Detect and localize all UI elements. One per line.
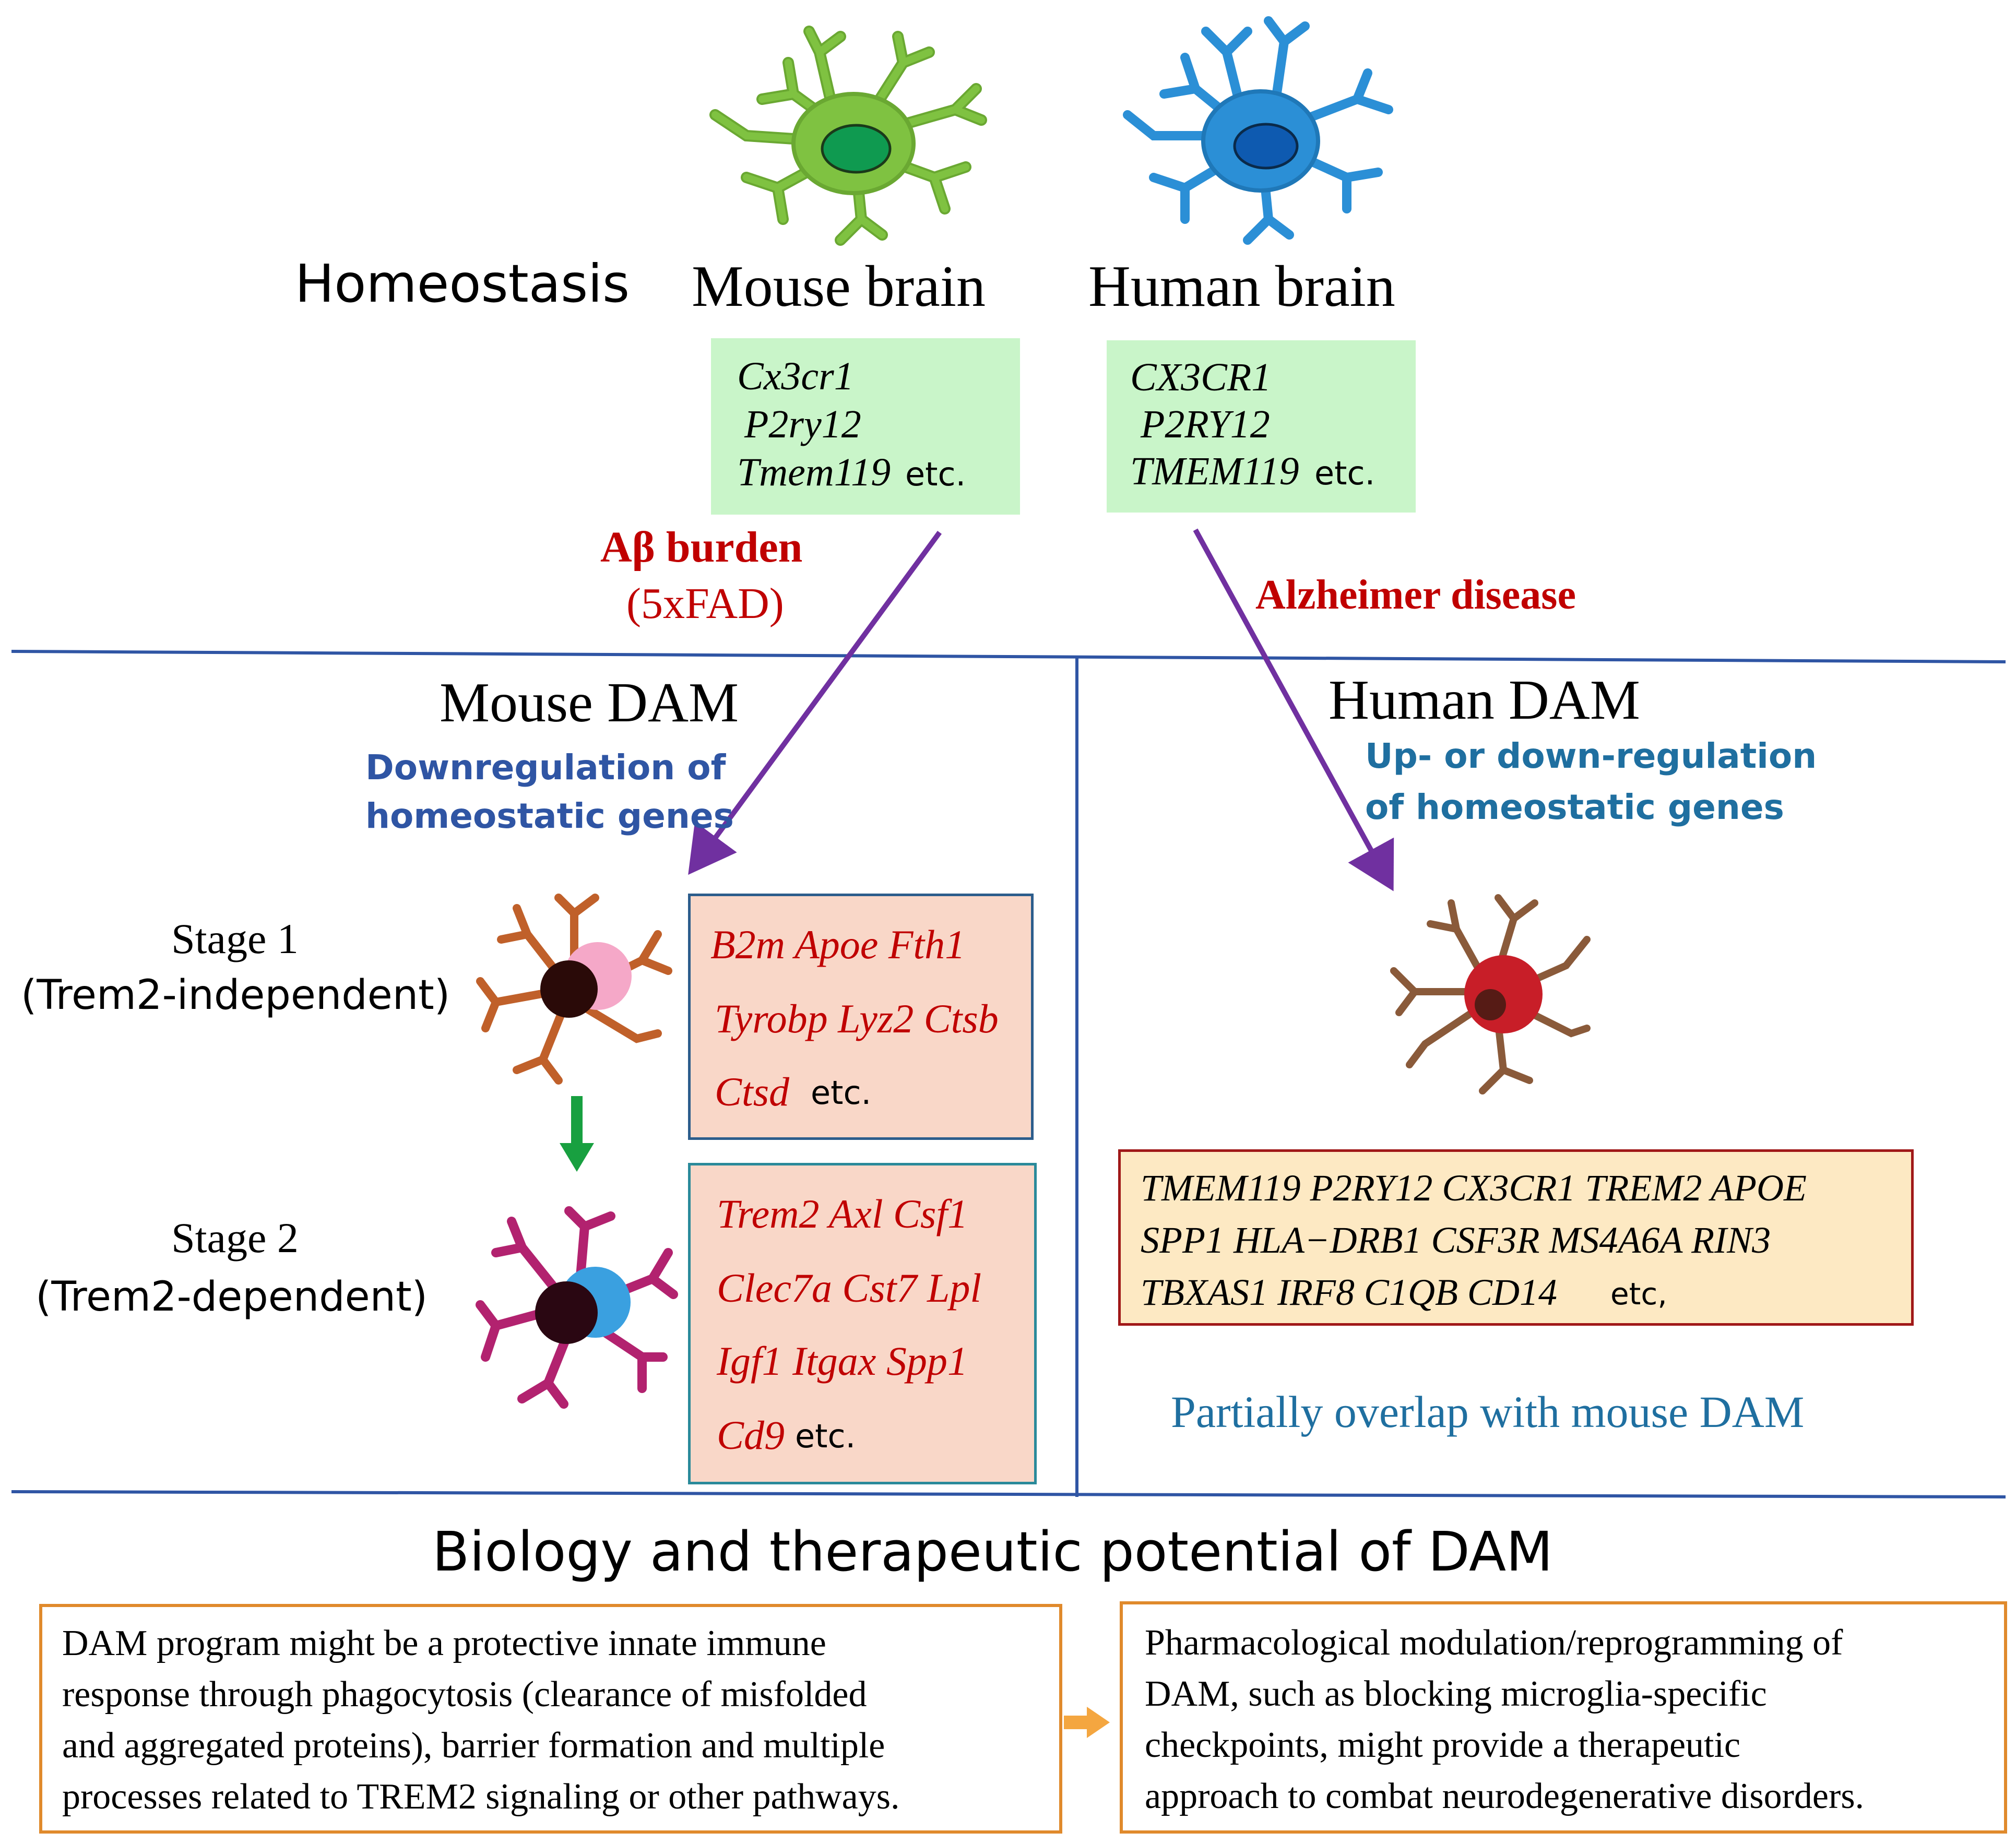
mouse-dam-subtitle-line2: homeostatic genes <box>365 796 734 836</box>
stage1-genes-line3: Ctsd <box>715 1069 790 1114</box>
stage2-subtitle: (Trem2-dependent) <box>35 1274 428 1320</box>
human-dam-microglia-icon <box>1390 894 1591 1094</box>
human-dam-genes-line3: TBXAS1 IRF8 C1QB CD14 <box>1141 1271 1557 1313</box>
left-summary-line4: processes related to TREM2 signaling or … <box>62 1777 900 1817</box>
stage2-microglia-icon <box>476 1206 678 1409</box>
mouse-gene-cx3cr1: Cx3cr1 <box>737 354 854 398</box>
ab-burden-label: Aβ burden <box>600 523 803 572</box>
human-microglia-icon <box>1123 16 1393 245</box>
right-summary-line1: Pharmacological modulation/reprogramming… <box>1145 1623 1843 1663</box>
mouse-gene-p2ry12: P2ry12 <box>744 402 861 446</box>
bottom-title: Biology and therapeutic potential of DAM <box>432 1520 1553 1584</box>
human-gene-cx3cr1: CX3CR1 <box>1130 355 1272 399</box>
right-summary-line2: DAM, such as blocking microglia-specific <box>1145 1674 1767 1714</box>
left-summary-box: DAM program might be a protective innate… <box>39 1604 1062 1834</box>
human-gene-p2ry12: P2RY12 <box>1141 402 1270 446</box>
human-genes-etc: etc. <box>1314 454 1375 492</box>
mouse-microglia-icon <box>709 26 987 246</box>
human-dam-genes-line2: SPP1 HLA−DRB1 CSF3R MS4A6A RIN3 <box>1141 1219 1771 1261</box>
stage1-genes-etc: etc. <box>811 1074 872 1112</box>
right-summary-line4: approach to combat neurodegenerative dis… <box>1145 1776 1865 1816</box>
mouse-homeostatic-genes-box: Cx3cr1 P2ry12 Tmem119 etc. <box>711 338 1020 515</box>
stage2-genes-line2: Clec7a Cst7 Lpl <box>717 1265 982 1311</box>
human-homeostatic-genes-box: CX3CR1 P2RY12 TMEM119 etc. <box>1107 340 1416 513</box>
alzheimer-disease-label: Alzheimer disease <box>1255 572 1576 618</box>
human-brain-label: Human brain <box>1088 254 1395 319</box>
left-summary-line3: and aggregated proteins), barrier format… <box>62 1726 885 1766</box>
stage1-subtitle: (Trem2-independent) <box>21 972 450 1019</box>
human-dam-subtitle-line2: of homeostatic genes <box>1365 787 1784 827</box>
right-summary-box: Pharmacological modulation/reprogramming… <box>1120 1601 2007 1834</box>
homeostasis-label: Homeostasis <box>295 253 630 314</box>
left-summary-line1: DAM program might be a protective innate… <box>62 1623 826 1663</box>
human-dam-subtitle-line1: Up- or down-regulation <box>1365 736 1817 776</box>
stage1-title: Stage 1 <box>171 915 299 962</box>
mouse-gene-tmem119: Tmem119 <box>737 450 891 494</box>
human-dam-title: Human DAM <box>1329 669 1640 731</box>
human-dam-genes-etc: etc, <box>1610 1276 1667 1312</box>
human-gene-tmem119: TMEM119 <box>1130 449 1299 493</box>
human-dam-genes-line1: TMEM119 P2RY12 CX3CR1 TREM2 APOE <box>1141 1167 1807 1209</box>
mouse-brain-label: Mouse brain <box>692 254 986 319</box>
arrow-mouse-to-dam <box>688 531 942 875</box>
stage1-genes-line2: Tyrobp Lyz2 Ctsb <box>715 996 999 1041</box>
left-summary-line2: response through phagocytosis (clearance… <box>62 1674 867 1715</box>
stage1-genes-line1: B2m Apoe Fth1 <box>710 922 966 967</box>
stage2-genes-line4: Cd9 <box>717 1412 785 1458</box>
stage2-genes-line1: Trem2 Axl Csf1 <box>717 1191 968 1236</box>
mouse-dam-subtitle-line1: Downregulation of <box>365 747 726 788</box>
right-summary-line3: checkpoints, might provide a therapeutic <box>1145 1725 1741 1765</box>
divider-top <box>11 650 2006 663</box>
arrow-human-to-dam <box>1193 528 1394 891</box>
divider-bottom <box>11 1490 2006 1498</box>
stage2-title: Stage 2 <box>171 1214 299 1262</box>
stage1-genes-box: B2m Apoe Fth1 Tyrobp Lyz2 Ctsb Ctsd etc. <box>688 894 1034 1140</box>
stage1-microglia-icon <box>476 894 672 1085</box>
human-dam-genes-box: TMEM119 P2RY12 CX3CR1 TREM2 APOE SPP1 HL… <box>1118 1149 1914 1326</box>
overlap-note: Partially overlap with mouse DAM <box>1171 1387 1805 1437</box>
stage2-genes-box: Trem2 Axl Csf1 Clec7a Cst7 Lpl Igf1 Itga… <box>688 1163 1037 1484</box>
stage2-genes-line3: Igf1 Itgax Spp1 <box>717 1338 968 1384</box>
mouse-genes-etc: etc. <box>905 455 966 493</box>
mouse-dam-title: Mouse DAM <box>440 672 739 734</box>
5xfad-label: (5xFAD) <box>626 579 784 628</box>
stage2-genes-etc: etc. <box>795 1417 856 1455</box>
